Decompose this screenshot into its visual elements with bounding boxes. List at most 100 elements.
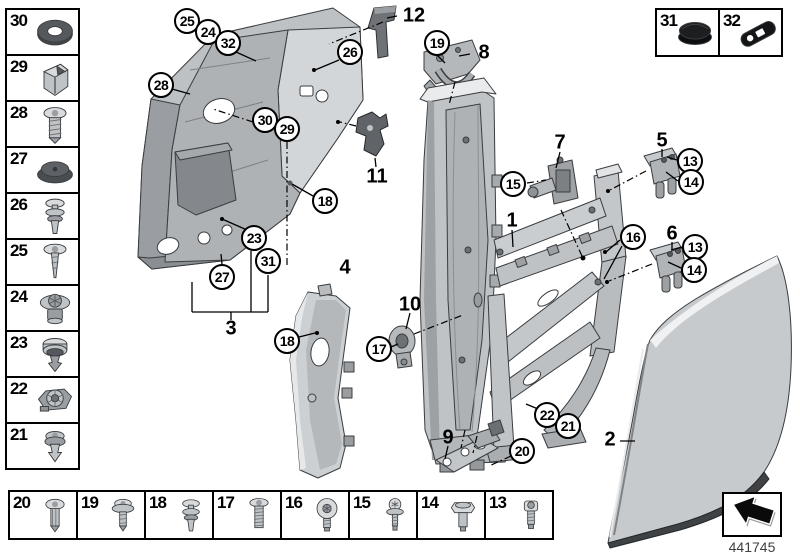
part-legend-cell-20[interactable]: 20 <box>8 490 78 540</box>
part-number-label: 29 <box>10 57 28 76</box>
cap-black-icon <box>673 11 717 56</box>
torx-pan-icon <box>307 493 347 539</box>
part-legend-cell-19[interactable]: 19 <box>76 490 146 540</box>
part-legend-cell-17[interactable]: 17 <box>212 490 282 540</box>
clip-block-icon <box>33 57 77 101</box>
part-ref-label-11[interactable]: 11 <box>366 165 388 188</box>
part-12-bracket <box>367 5 397 59</box>
part-legend-cell-24[interactable]: 24 <box>5 284 80 332</box>
callout-circle-28[interactable]: 28 <box>148 72 174 98</box>
callout-circle-16[interactable]: 16 <box>620 224 646 250</box>
callout-circle-19[interactable]: 19 <box>424 30 450 56</box>
part-number-label: 16 <box>285 493 303 512</box>
part-legend-cell-18[interactable]: 18 <box>144 490 214 540</box>
callout-circle-23[interactable]: 23 <box>241 225 267 251</box>
part-legend-cell-15[interactable]: 15 <box>348 490 418 540</box>
part-legend-cell-27[interactable]: 27 <box>5 146 80 194</box>
leader-lines <box>171 15 683 460</box>
callout-circle-21[interactable]: 21 <box>555 413 581 439</box>
part-legend-cell-22[interactable]: 22 <box>5 376 80 424</box>
part-legend-cell-26[interactable]: 26 <box>5 192 80 240</box>
part-legend-cell-21[interactable]: 21 <box>5 422 80 470</box>
callout-circle-22[interactable]: 22 <box>534 402 560 428</box>
part-ref-label-3[interactable]: 3 <box>225 317 237 340</box>
hex-bolt-icon <box>443 493 483 539</box>
part-number-label: 28 <box>10 103 28 122</box>
part-1-pillar <box>419 77 517 473</box>
part-legend-cell-30[interactable]: 30 <box>5 8 80 56</box>
part-number-label: 20 <box>13 493 31 512</box>
callout-circle-18[interactable]: 18 <box>274 328 300 354</box>
bolt-flat-icon <box>239 493 279 539</box>
part-ref-label-6[interactable]: 6 <box>666 222 678 245</box>
part-4-panel <box>289 283 355 479</box>
callout-circle-18[interactable]: 18 <box>312 188 338 214</box>
washer-clip-icon <box>33 333 77 377</box>
part-ref-label-9[interactable]: 9 <box>442 426 454 449</box>
part-ref-label-7[interactable]: 7 <box>554 131 566 154</box>
callout-circle-15[interactable]: 15 <box>500 171 526 197</box>
part-legend-cell-14[interactable]: 14 <box>416 490 486 540</box>
part-number-label: 25 <box>10 241 28 260</box>
part-ref-label-4[interactable]: 4 <box>339 256 351 279</box>
part-legend-cell-13[interactable]: 13 <box>484 490 554 540</box>
part-11-bracket <box>355 111 389 157</box>
screw-pan-icon <box>33 103 77 147</box>
callout-circle-17[interactable]: 17 <box>366 336 392 362</box>
callout-circle-13[interactable]: 13 <box>682 234 708 260</box>
direction-indicator-box <box>722 492 782 537</box>
part-number-label: 18 <box>149 493 167 512</box>
part-ref-label-1[interactable]: 1 <box>506 209 518 232</box>
screw-washer-torx-icon <box>375 493 415 539</box>
part-number-label: 14 <box>421 493 439 512</box>
callout-circle-32[interactable]: 32 <box>215 30 241 56</box>
part-9-bracket <box>435 419 505 473</box>
part-legend-cell-31[interactable]: 31 <box>655 8 720 57</box>
callout-circle-25[interactable]: 25 <box>174 8 200 34</box>
part-ref-label-12[interactable]: 12 <box>402 4 426 27</box>
part-ref-label-10[interactable]: 10 <box>398 293 422 316</box>
screw-washer-icon <box>103 493 143 539</box>
part-number-label: 23 <box>10 333 28 352</box>
part-legend-cell-25[interactable]: 25 <box>5 238 80 286</box>
construction-lines <box>212 21 653 467</box>
mount-adapter-icon <box>33 379 77 423</box>
part-legend-cell-16[interactable]: 16 <box>280 490 350 540</box>
clip-small-icon <box>33 425 77 469</box>
callout-circle-14[interactable]: 14 <box>678 169 704 195</box>
part-3-inner-panel <box>137 7 364 270</box>
callout-circle-20[interactable]: 20 <box>509 438 535 464</box>
part-legend-cell-23[interactable]: 23 <box>5 330 80 378</box>
callout-circle-24[interactable]: 24 <box>195 19 221 45</box>
part-ref-label-8[interactable]: 8 <box>478 41 490 64</box>
part-ref-label-2[interactable]: 2 <box>604 428 616 451</box>
part-number-label: 26 <box>10 195 28 214</box>
part-number-label: 32 <box>723 11 741 30</box>
callout-circle-14[interactable]: 14 <box>681 257 707 283</box>
part-ref-label-5[interactable]: 5 <box>656 129 668 152</box>
washer-ring-icon <box>33 11 77 55</box>
expand-rivet-icon <box>171 493 211 539</box>
part-number-label: 24 <box>10 287 28 306</box>
part-legend-cell-29[interactable]: 29 <box>5 54 80 102</box>
callout-circle-27[interactable]: 27 <box>209 264 235 290</box>
callout-circle-29[interactable]: 29 <box>274 116 300 142</box>
callout-circle-31[interactable]: 31 <box>255 248 281 274</box>
part-legend-cell-28[interactable]: 28 <box>5 100 80 148</box>
callout-circle-26[interactable]: 26 <box>337 39 363 65</box>
part-number-label: 19 <box>81 493 99 512</box>
callout-circle-30[interactable]: 30 <box>252 107 278 133</box>
expand-rivet-icon <box>33 195 77 239</box>
part-number-label: 17 <box>217 493 235 512</box>
part-number-label: 13 <box>489 493 507 512</box>
part-10-grommet <box>388 325 416 369</box>
part-legend-cell-32[interactable]: 32 <box>718 8 783 57</box>
part-number-label: 22 <box>10 379 28 398</box>
direction-arrow-icon <box>732 494 776 527</box>
part-number-label: 27 <box>10 149 28 168</box>
